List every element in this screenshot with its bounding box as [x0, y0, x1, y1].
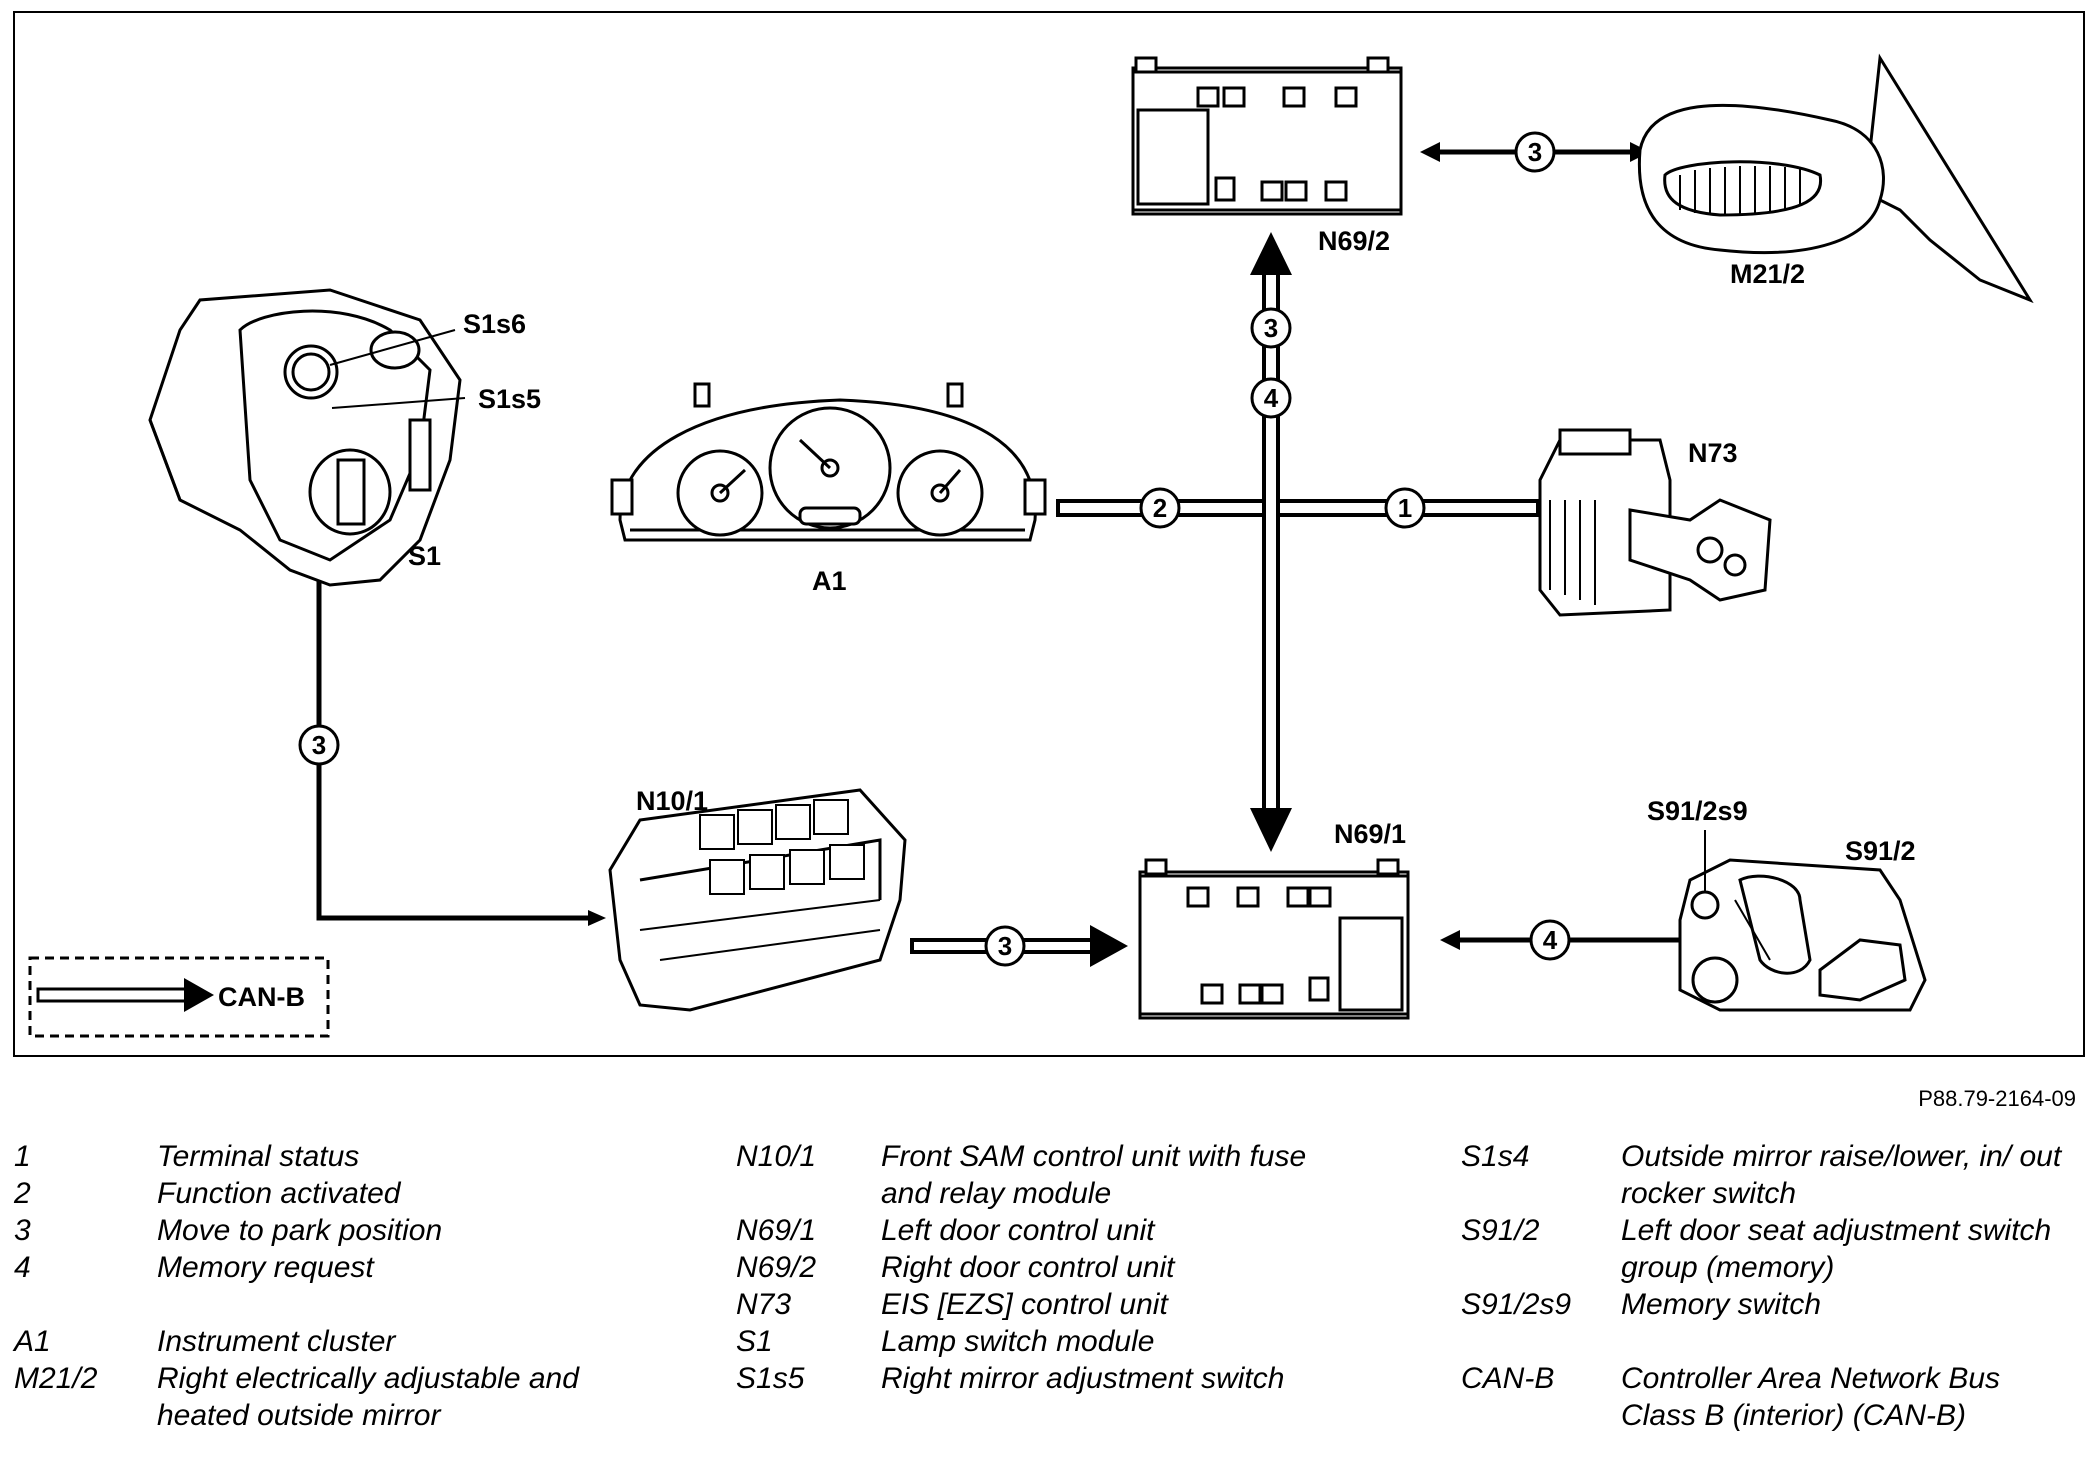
diagram-frame — [13, 11, 2085, 1057]
s91-2-seat-switch-group — [1678, 858, 1927, 1012]
s1-lamp-switch-module — [148, 288, 462, 587]
svg-text:3: 3 — [998, 931, 1012, 961]
bus-lines — [1056, 268, 1540, 814]
arrow-up-n69-2 — [1250, 232, 1292, 275]
marker-mirror: 3 — [1514, 131, 1556, 173]
marker-left-3: 3 — [298, 724, 340, 766]
marker-bottom-3: 3 — [984, 925, 1026, 967]
n69-2-control-unit — [1131, 56, 1403, 216]
svg-text:4: 4 — [1264, 383, 1279, 413]
svg-text:4: 4 — [1543, 925, 1558, 955]
s91-2s9-memory-switch — [1690, 890, 1720, 920]
marker-vert-4: 4 — [1250, 377, 1292, 419]
label-can-b: CAN-B — [218, 982, 305, 1012]
svg-text:2: 2 — [1153, 493, 1167, 523]
marker-vert-3: 3 — [1250, 307, 1292, 349]
leader-s1s5 — [331, 397, 466, 409]
n69-1-control-unit — [1138, 858, 1410, 1020]
signal-markers: 3 3 4 2 1 3 3 4 — [298, 131, 1571, 967]
label-s1s6: S1s6 — [463, 309, 526, 339]
label-s91-2: S91/2 — [1845, 836, 1916, 866]
label-n69-1: N69/1 — [1334, 819, 1406, 849]
label-a1: A1 — [812, 566, 847, 596]
label-s91-2s9: S91/2s9 — [1647, 796, 1748, 826]
arrow-down-n69-1 — [1250, 808, 1292, 852]
a1-instrument-cluster — [610, 382, 1047, 542]
svg-text:3: 3 — [1264, 313, 1278, 343]
figure-reference-code: P88.79-2164-09 — [1918, 1086, 2076, 1111]
label-n73: N73 — [1688, 438, 1738, 468]
label-s1s5: S1s5 — [478, 384, 541, 414]
svg-text:3: 3 — [1528, 137, 1542, 167]
can-b-network-diagram: 3 3 4 2 1 3 3 4 — [13, 11, 2085, 1057]
n10-1-front-sam-unit — [608, 788, 907, 1012]
marker-h-1: 1 — [1384, 487, 1426, 529]
n73-eis-control-unit — [1538, 428, 1772, 617]
label-s1: S1 — [408, 541, 441, 571]
m21-2-outside-mirror — [1637, 53, 2034, 304]
label-n10-1: N10/1 — [636, 786, 708, 816]
svg-text:3: 3 — [312, 730, 326, 760]
marker-h-2: 2 — [1139, 487, 1181, 529]
label-n69-2: N69/2 — [1318, 226, 1390, 256]
leader-s1s6 — [329, 329, 456, 366]
label-m21-2: M21/2 — [1730, 259, 1805, 289]
svg-text:1: 1 — [1398, 493, 1412, 523]
marker-bottom-4: 4 — [1529, 919, 1571, 961]
line-s1-n10-1 — [316, 420, 590, 921]
can-b-key: CAN-B — [28, 956, 330, 1038]
